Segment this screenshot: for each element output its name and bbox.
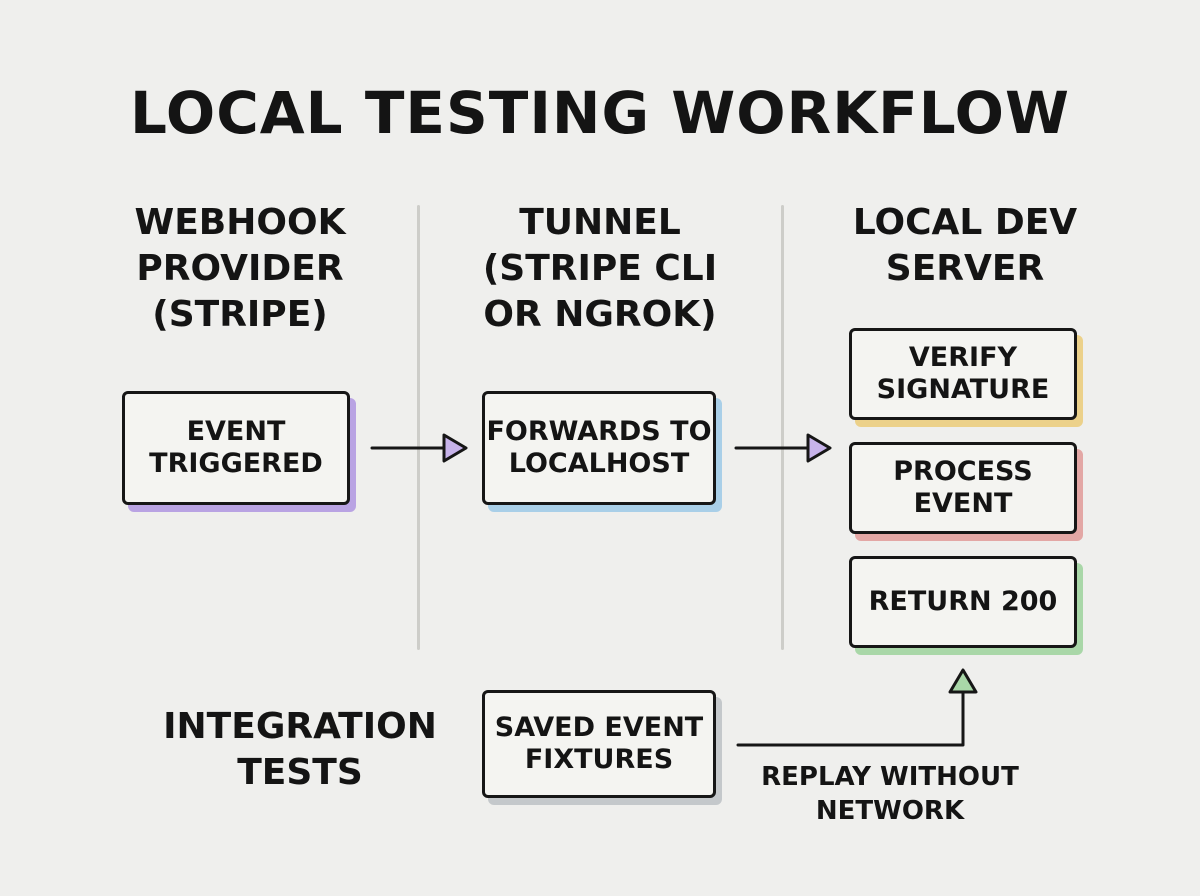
- arrow-provider-to-tunnel: [370, 433, 468, 463]
- column-divider-left: [417, 205, 420, 650]
- column-header-server: LOCAL DEV SERVER: [852, 202, 1078, 289]
- column-header-provider: WEBHOOK PROVIDER (STRIPE): [134, 202, 346, 335]
- forwards-to-localhost-box: FORWARDS TO LOCALHOST: [482, 391, 716, 505]
- arrow-tunnel-to-server: [734, 433, 832, 463]
- process-event-box: PROCESS EVENT: [849, 442, 1077, 534]
- diagram-title: LOCAL TESTING WORKFLOW: [130, 79, 1070, 147]
- return-200-box: RETURN 200: [849, 556, 1077, 648]
- column-divider-right: [781, 205, 784, 650]
- arrow-fixtures-replay: [736, 668, 978, 747]
- column-header-tunnel: TUNNEL (STRIPE CLI OR NGROK): [482, 202, 718, 335]
- replay-without-network-label: REPLAY WITHOUT NETWORK: [761, 762, 1019, 826]
- integration-tests-label: INTEGRATION TESTS: [163, 706, 437, 793]
- saved-event-fixtures-box: SAVED EVENT FIXTURES: [482, 690, 716, 798]
- verify-signature-box: VERIFY SIGNATURE: [849, 328, 1077, 420]
- event-triggered-box: EVENT TRIGGERED: [122, 391, 350, 505]
